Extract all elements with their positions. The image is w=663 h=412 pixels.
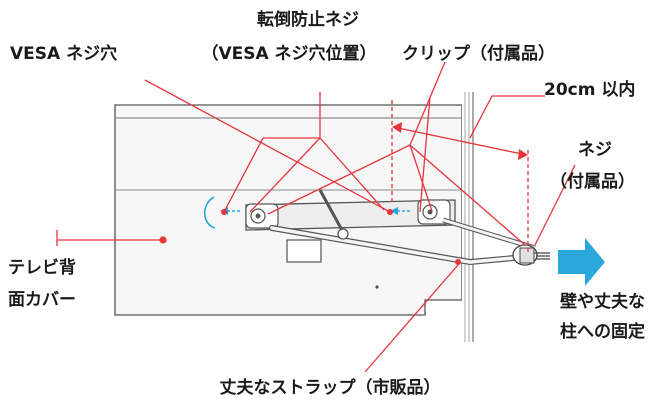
- leader-lines: [56, 61, 576, 373]
- vent-opening: [286, 239, 322, 263]
- clip-label: クリップ（付属品）: [402, 44, 555, 64]
- vesa-position-label: （VESA ネジ穴位置）: [201, 44, 377, 64]
- vesa-hole-label: VESA ネジ穴: [10, 44, 118, 64]
- wall-direction-arrow: [558, 238, 605, 286]
- strap: [269, 189, 536, 266]
- mounting-bracket: [245, 199, 456, 231]
- supplied-label: （付属品）: [550, 172, 635, 192]
- screw-label: ネジ: [578, 140, 612, 160]
- distance-label: 20cm 以内: [544, 80, 636, 100]
- tv-back-label-line2: 面カバー: [8, 290, 76, 310]
- strap-label: 丈夫なストラップ（市販品）: [219, 378, 441, 398]
- wall-label-line2: 柱への固定: [560, 322, 645, 342]
- tip-prevention-screw-label: 転倒防止ネジ: [257, 10, 359, 30]
- wall-label-line1: 壁や丈夫な: [560, 292, 645, 312]
- wall-screw: [512, 244, 550, 266]
- wall: [462, 92, 474, 342]
- tv-back-label-line1: テレビ背: [8, 258, 76, 278]
- tv-back-marker-dot: [159, 236, 167, 244]
